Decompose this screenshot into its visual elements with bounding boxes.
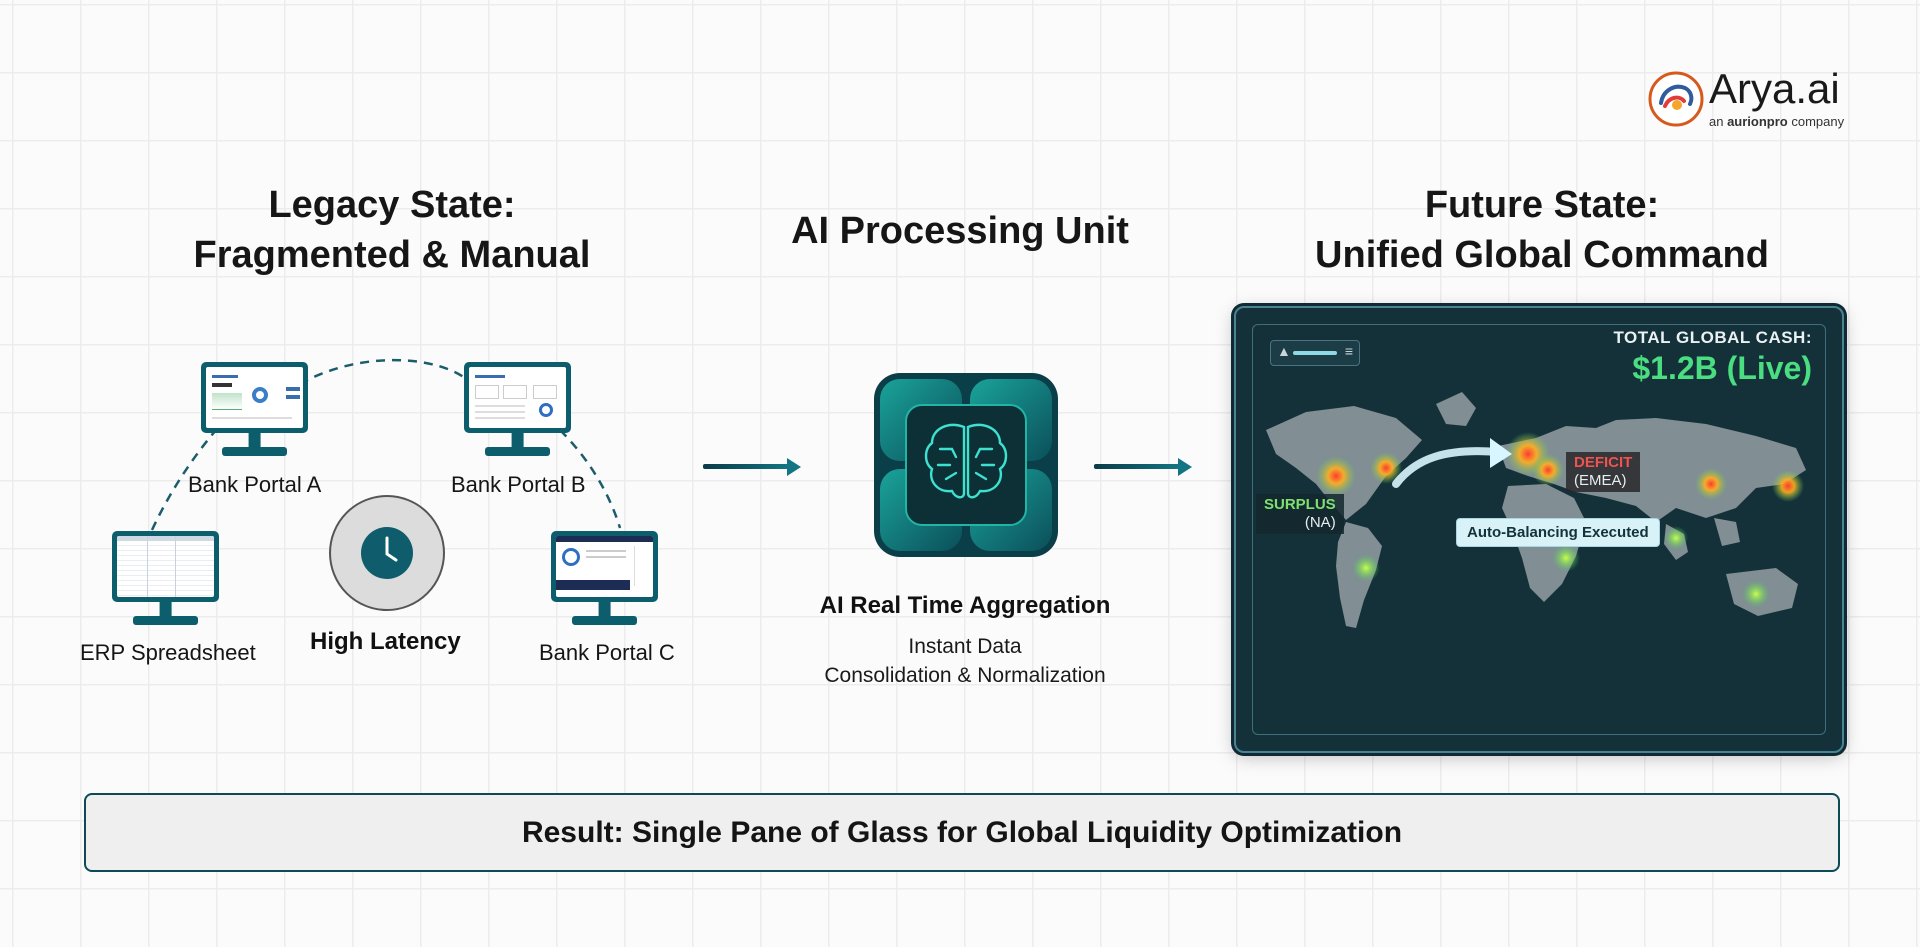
clock-icon — [361, 527, 413, 579]
erp-spreadsheet-monitor — [112, 531, 219, 629]
legacy-heading: Legacy State: Fragmented & Manual — [142, 180, 642, 280]
ai-unit-description: Instant Data Consolidation & Normalizati… — [765, 632, 1165, 690]
auto-balancing-badge: Auto-Balancing Executed — [1456, 518, 1660, 547]
high-latency-clock — [329, 495, 445, 611]
logo-tagline-prefix: an — [1709, 114, 1728, 129]
world-map — [1266, 392, 1806, 628]
deficit-tag: DEFICIT (EMEA) — [1566, 452, 1641, 492]
future-heading-line1: Future State: — [1424, 184, 1660, 226]
surplus-tag: SURPLUS (NA) — [1256, 494, 1344, 534]
legacy-heading-line2: Fragmented & Manual — [193, 234, 591, 276]
transfer-arrow — [1392, 447, 1502, 488]
bank-portal-a-label: Bank Portal A — [188, 472, 322, 497]
ai-unit-desc-line1: Instant Data — [908, 635, 1022, 658]
surplus-region: (NA) — [1304, 514, 1336, 531]
future-heading: Future State: Unified Global Command — [1292, 180, 1792, 280]
map-slider[interactable] — [1293, 351, 1337, 355]
flow-arrow-to-ai — [703, 458, 801, 476]
total-cash-label: TOTAL GLOBAL CASH: — [1613, 328, 1812, 347]
deficit-label: DEFICIT — [1574, 454, 1633, 471]
logo-tagline-brand: aurionpro — [1727, 114, 1788, 129]
flame-icon: ▲ — [1277, 343, 1291, 359]
company-logo: Arya.ai an aurionpro company — [1647, 65, 1844, 134]
processing-heading: AI Processing Unit — [791, 210, 1129, 252]
bank-portal-b-monitor — [464, 362, 571, 460]
logo-mark-icon — [1648, 71, 1704, 127]
ai-unit-desc-line2: Consolidation & Normalization — [824, 664, 1106, 687]
bank-portal-b-label: Bank Portal B — [451, 472, 586, 497]
flow-arrow-to-future — [1094, 458, 1192, 476]
logo-name: Arya.ai — [1709, 65, 1840, 112]
menu-icon[interactable]: ≡ — [1344, 343, 1353, 359]
deficit-region: (EMEA) — [1574, 472, 1627, 489]
high-latency-label: High Latency — [310, 628, 461, 655]
bank-portal-a-monitor — [201, 362, 308, 460]
ai-brain-chip-icon — [874, 373, 1058, 557]
bank-portal-c-label: Bank Portal C — [539, 640, 675, 665]
ai-unit-title: AI Real Time Aggregation — [819, 592, 1111, 619]
global-cash-map-panel: ▲ ≡ TOTAL GLOBAL CASH: $1.2B (Live) SURP… — [1234, 306, 1844, 753]
bank-portal-c-monitor — [551, 531, 658, 629]
map-toolbar: ▲ ≡ — [1270, 340, 1360, 366]
erp-spreadsheet-label: ERP Spreadsheet — [80, 640, 256, 665]
surplus-label: SURPLUS — [1264, 496, 1336, 513]
logo-tagline-suffix: company — [1787, 114, 1845, 129]
total-cash-value: $1.2B (Live) — [1632, 350, 1812, 386]
logo-tagline: an aurionpro company — [1709, 114, 1844, 129]
future-heading-line2: Unified Global Command — [1315, 234, 1769, 276]
legacy-heading-line1: Legacy State: — [268, 184, 516, 226]
result-banner: Result: Single Pane of Glass for Global … — [84, 793, 1840, 872]
